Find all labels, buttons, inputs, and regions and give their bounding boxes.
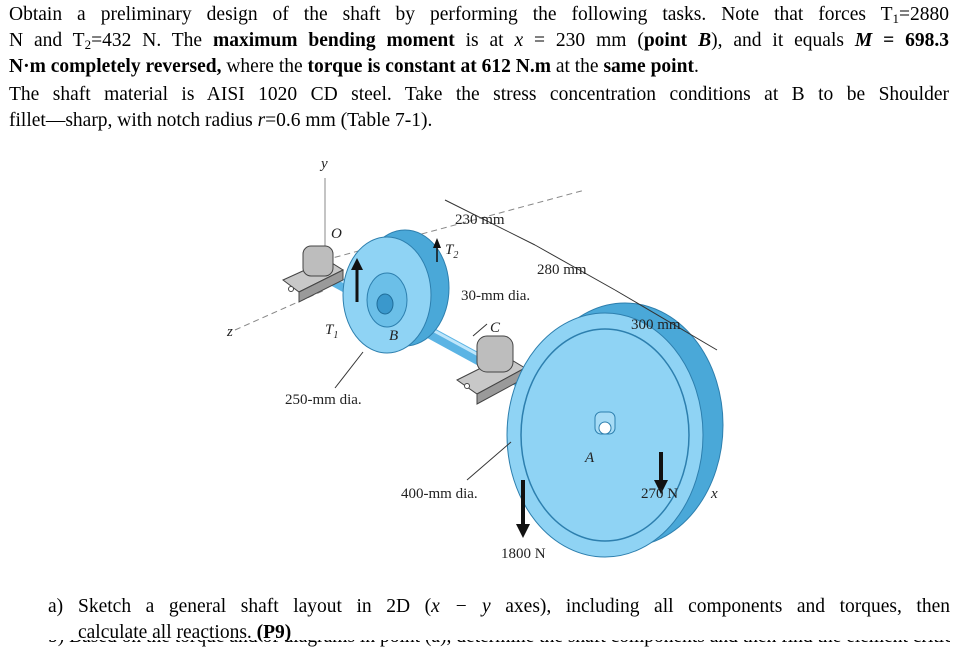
pulley-b-dia: 250-mm dia. bbox=[285, 392, 362, 408]
t1-label: T1 bbox=[325, 322, 338, 341]
shaft-dia-label: 30-mm dia. bbox=[461, 288, 530, 304]
task-a-lead: a) bbox=[48, 596, 64, 617]
dim-300-line bbox=[614, 289, 718, 351]
material-statement: The shaft material is AISI 1020 CD steel… bbox=[9, 82, 949, 134]
pulley-a bbox=[506, 302, 724, 558]
problem-line-3: N·m completely reversed, where the torqu… bbox=[9, 56, 699, 77]
label-a: A bbox=[584, 450, 595, 466]
pulley-a-dia: 400-mm dia. bbox=[401, 486, 478, 502]
label-c: C bbox=[490, 320, 501, 336]
dim-280: 280 mm bbox=[537, 262, 587, 278]
pulley-b bbox=[342, 229, 450, 354]
origin-label: O bbox=[331, 226, 342, 242]
bearing-o bbox=[282, 245, 345, 303]
c-leader bbox=[472, 323, 488, 337]
axis-z-label: z bbox=[226, 324, 233, 340]
axis-x-label: x bbox=[710, 486, 718, 502]
task-a-body: Sketch a general shaft layout in 2D (x −… bbox=[78, 594, 950, 646]
dim-280-line bbox=[534, 244, 616, 291]
task-a-line-2: calculate all reactions. (P9) bbox=[78, 622, 292, 643]
force-1800: 1800 N bbox=[501, 546, 546, 562]
problem-line-5: fillet—sharp, with notch radius r=0.6 mm… bbox=[9, 110, 433, 131]
label-b: B bbox=[389, 328, 398, 344]
task-b-partial: b) Based on the torque and of diagrams i… bbox=[48, 640, 950, 650]
pulley-b-leader bbox=[334, 351, 364, 389]
task-b-clipped: b) Based on the torque and of diagrams i… bbox=[48, 640, 950, 652]
problem-line-2: N and T2=432 N. The maximum bending mome… bbox=[9, 30, 949, 52]
problem-line-4: The shaft material is AISI 1020 CD steel… bbox=[9, 84, 949, 105]
dim-230: 230 mm bbox=[455, 212, 505, 228]
problem-line-1: Obtain a preliminary design of the shaft… bbox=[9, 4, 949, 26]
shaft-figure: y z x O B C A 230 mm 280 mm 300 bbox=[226, 156, 724, 562]
dim-300: 300 mm bbox=[631, 317, 681, 333]
dim-230-line bbox=[444, 199, 536, 246]
axis-y-label: y bbox=[319, 156, 328, 172]
t2-label: T2 bbox=[445, 242, 458, 261]
problem-statement: Obtain a preliminary design of the shaft… bbox=[9, 2, 949, 80]
task-a-line-1: Sketch a general shaft layout in 2D (x −… bbox=[78, 596, 950, 617]
force-270: 270 N bbox=[641, 486, 678, 502]
pulley-a-leader bbox=[466, 441, 512, 481]
